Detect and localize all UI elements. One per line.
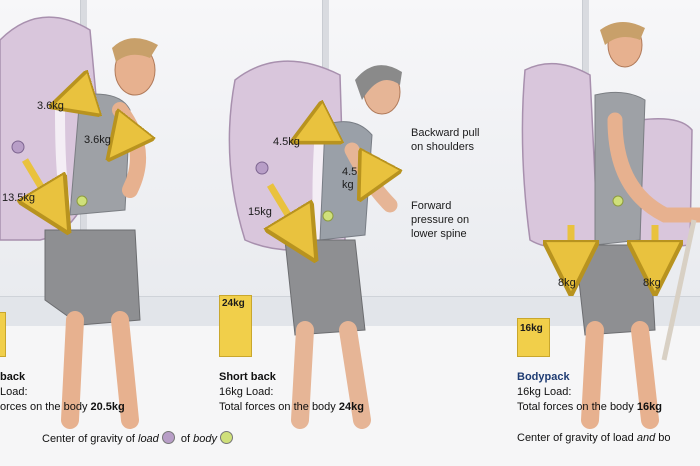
caption-total: Total forces on the body 24kg xyxy=(219,400,364,415)
force-bar-label: 24kg xyxy=(222,298,245,309)
backpack-front xyxy=(640,119,692,250)
caption-title: Short back xyxy=(219,370,364,385)
cog-load-dot xyxy=(12,141,24,153)
shorts xyxy=(45,230,140,325)
backpack-rear xyxy=(522,64,598,248)
cog-body-dot xyxy=(77,196,87,206)
load-cog-dot xyxy=(162,431,175,444)
caption-title: Bodypack xyxy=(517,370,662,385)
body-cog-dot xyxy=(220,431,233,444)
caption-title: back xyxy=(0,370,125,385)
force-label: 15kg xyxy=(248,206,272,218)
spine xyxy=(318,130,321,240)
force-label: 8kg xyxy=(558,277,576,289)
cog-load-dot xyxy=(256,162,268,174)
force-label: 3.6kg xyxy=(84,134,111,146)
caption-middle: Short back 16kg Load: Total forces on th… xyxy=(219,370,364,415)
left-hiker xyxy=(0,17,158,420)
caption-total: Total forces on the body 16kg xyxy=(517,400,662,415)
shorts xyxy=(285,240,365,335)
legend-center-of-gravity: Center of gravity of load of body xyxy=(42,431,236,447)
shorts xyxy=(575,245,655,335)
caption-left: back Load: orces on the body 20.5kg xyxy=(0,370,125,415)
legend-center-of-gravity-combined: Center of gravity of load and bo xyxy=(517,431,671,446)
right-hiker xyxy=(522,22,700,420)
cog-body-dot xyxy=(613,196,623,206)
force-label: 13.5kg xyxy=(2,192,35,204)
annotation-forward-pressure: Forward pressure on lower spine xyxy=(411,199,469,241)
middle-hiker xyxy=(229,61,402,420)
force-label: 4.5 xyxy=(342,166,357,178)
cog-body-dot xyxy=(323,211,333,221)
force-label: 8kg xyxy=(643,277,661,289)
force-label: 3.6kg xyxy=(37,100,64,112)
caption-load: Load: xyxy=(0,385,125,400)
caption-load: 16kg Load: xyxy=(219,385,364,400)
force-label: 4.5kg xyxy=(273,136,300,148)
force-bar-label: 16kg xyxy=(520,323,543,334)
caption-load: 16kg Load: xyxy=(517,385,662,400)
caption-total: orces on the body 20.5kg xyxy=(0,400,125,415)
force-bar-left xyxy=(0,312,6,357)
caption-right: Bodypack 16kg Load: Total forces on the … xyxy=(517,370,662,415)
force-label: kg xyxy=(342,179,354,191)
annotation-backward-pull: Backward pull on shoulders xyxy=(411,126,479,154)
